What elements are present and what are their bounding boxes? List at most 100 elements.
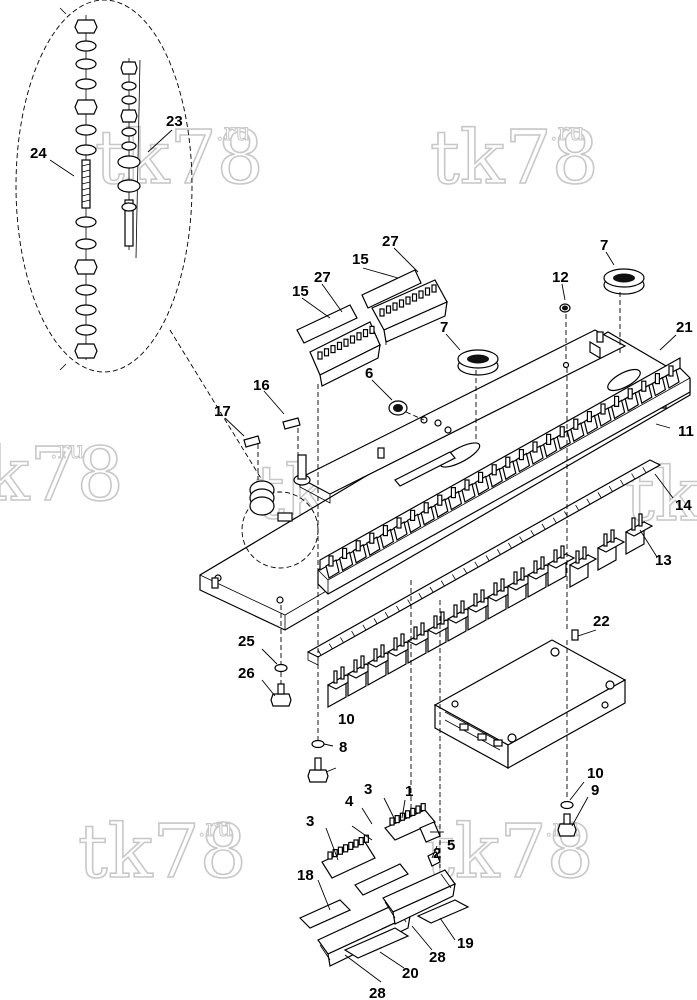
- label-15-right: [361, 269, 422, 309]
- rail-tooth: [597, 492, 602, 498]
- connector-pin: [336, 341, 343, 350]
- connector-pin: [363, 834, 369, 843]
- connector-pin: [392, 302, 398, 311]
- relay-contact: [488, 464, 503, 488]
- callout-26: 26: [238, 665, 255, 682]
- connector-pin: [389, 817, 395, 826]
- rail-tooth: [463, 567, 467, 574]
- callout-11: 11: [678, 423, 694, 440]
- callout-12: 12: [552, 269, 569, 286]
- relay-module: [568, 546, 598, 589]
- callout-3-left: 3: [306, 813, 314, 830]
- rail-tooth: [496, 548, 501, 555]
- svg-text:.ru: .ru: [550, 118, 585, 146]
- plug-12: [559, 303, 571, 313]
- relay-contact: [461, 479, 476, 503]
- connector-pin: [424, 287, 431, 296]
- rail-tooth: [530, 530, 535, 536]
- callout-23: 23: [166, 113, 183, 130]
- watermark-top-right: tk78 .ru: [429, 114, 599, 202]
- callout-27-right: 27: [382, 233, 399, 250]
- connector-pin: [411, 293, 418, 302]
- relay-contact: [651, 373, 667, 397]
- relay-module: [546, 545, 576, 588]
- rail-tooth: [519, 536, 523, 542]
- relay-modules: [326, 513, 654, 709]
- relay-module: [596, 529, 626, 572]
- relay-module: [624, 513, 654, 556]
- relay-module: [366, 644, 396, 687]
- connector-pin: [348, 841, 354, 851]
- relay-block: [317, 340, 691, 595]
- relay-contact: [366, 532, 381, 557]
- rail-tooth: [620, 479, 624, 486]
- callout-20: 20: [402, 965, 419, 982]
- plug-2: [427, 851, 441, 867]
- connector-pin: [343, 844, 349, 853]
- callout-5: 5: [447, 837, 455, 854]
- connector-pin: [418, 290, 424, 299]
- rail-tooth: [552, 517, 557, 523]
- callout-21: 21: [676, 319, 693, 336]
- rail-tooth: [608, 485, 613, 492]
- callout-14: 14: [675, 497, 692, 514]
- rail-tooth: [541, 523, 546, 530]
- connector-27-right: [371, 279, 448, 343]
- relay-contact: [624, 388, 639, 412]
- relay-contact: [529, 441, 544, 465]
- connector-rail: [306, 459, 662, 666]
- rail-tooth: [440, 580, 445, 586]
- rail-tooth: [586, 498, 591, 505]
- label-strip-18: [298, 863, 409, 929]
- rail-tooth: [373, 618, 378, 624]
- rail-tooth: [351, 630, 355, 637]
- relay-contact: [406, 509, 422, 534]
- callout-8: 8: [339, 739, 347, 756]
- clip-part-17: [243, 435, 261, 448]
- connector-block-3-left: [321, 834, 376, 879]
- watermark-mid-left: tk78 .ru: [0, 431, 125, 519]
- relay-module: [466, 589, 496, 632]
- rail-tooth: [485, 555, 490, 561]
- bolt-9: [557, 813, 577, 837]
- svg-text:.ru: .ru: [216, 118, 251, 146]
- relay-contact: [583, 411, 599, 435]
- relay-contact: [393, 517, 408, 541]
- connector-pin: [410, 807, 416, 817]
- assembly-lines: [257, 292, 621, 868]
- connector-27-left: [309, 321, 381, 387]
- connector-pin: [362, 329, 369, 338]
- watermark-mid-right: tk78: [624, 451, 697, 539]
- connector-pin: [330, 345, 336, 354]
- callout-16: 16: [253, 377, 270, 394]
- stud-stack-long: [74, 15, 98, 360]
- relay-contact-row: [325, 365, 680, 579]
- rail-tooth: [631, 473, 635, 479]
- svg-text:tk78: tk78: [0, 432, 124, 518]
- label-20: [343, 927, 410, 959]
- rail-tooth: [474, 561, 479, 568]
- connector-pin: [379, 308, 385, 317]
- callout-7-right: 7: [600, 237, 608, 254]
- callout-27-left: 27: [314, 269, 331, 286]
- svg-text:tk78: tk78: [625, 452, 697, 538]
- connector-pin: [317, 351, 323, 360]
- callout-1: 1: [405, 783, 413, 800]
- connector-pin: [327, 851, 333, 860]
- connector-pin: [353, 839, 359, 848]
- stud-stack-short: [117, 58, 141, 259]
- callout-2: 2: [433, 845, 441, 862]
- connector-pin: [415, 805, 421, 814]
- callout-9: 9: [591, 782, 599, 799]
- callout-6: 6: [365, 365, 373, 382]
- callout-15-left: 15: [292, 283, 309, 300]
- svg-text:tk78: tk78: [78, 809, 247, 895]
- callouts: 24 23 27 15 27 15 7 7 12 21 6 16 17 11 1…: [30, 113, 694, 1000]
- relay-contact: [610, 395, 626, 420]
- rail-tooth: [642, 467, 647, 473]
- rail-tooth: [429, 586, 434, 593]
- rail-tooth: [362, 624, 367, 631]
- watermark-top-left: tk78 .ru: [94, 114, 264, 202]
- relay-contact: [474, 471, 490, 496]
